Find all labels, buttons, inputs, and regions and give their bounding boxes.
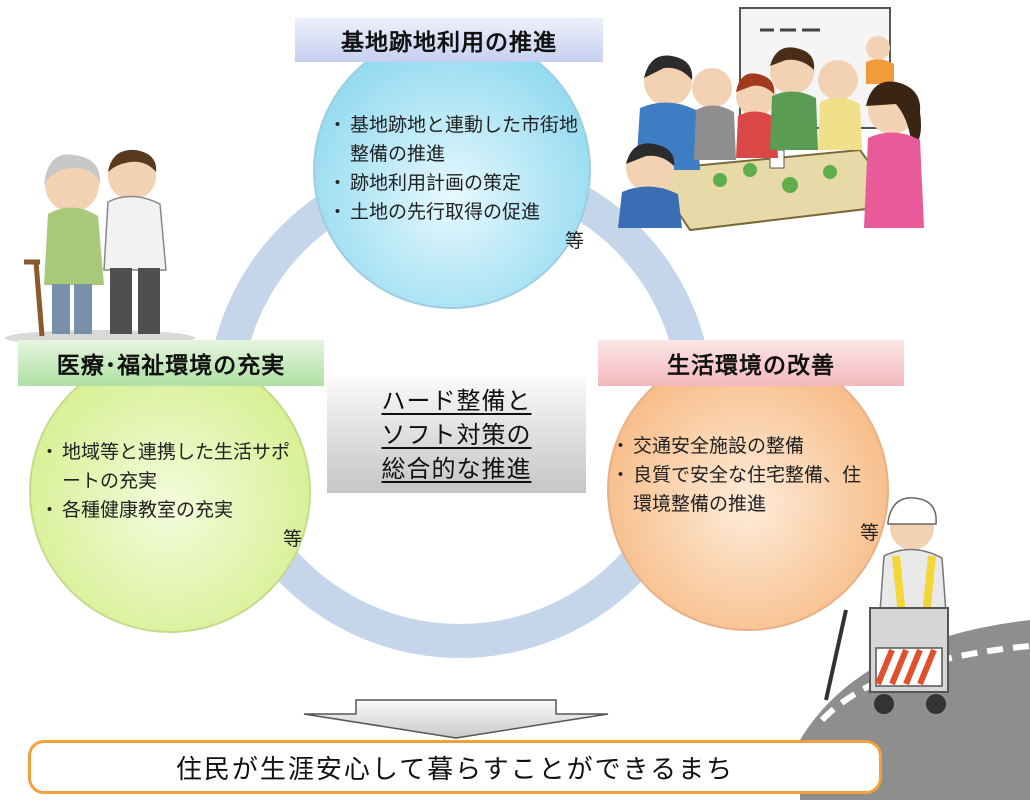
list-item: 基地跡地と連動した市街地整備の推進: [328, 111, 584, 169]
center-line: ハード整備と: [381, 387, 532, 415]
etc-label: 等: [859, 522, 879, 544]
center-line: ソフト対策の: [381, 421, 532, 449]
list-item: 良質で安全な住宅整備、住環境整備の推進: [611, 461, 879, 519]
list-item: 各種健康教室の充実: [40, 496, 302, 525]
elderly-caregiver-illustration: [5, 149, 195, 346]
etc-label: 等: [282, 528, 302, 550]
etc-label: 等: [564, 230, 584, 252]
list-item: 交通安全施設の整備: [611, 432, 879, 461]
goal-box: 住民が生涯安心して暮らすことができるまち: [28, 740, 882, 794]
down-arrow-icon: [303, 699, 609, 739]
center-line: 総合的な推進: [381, 455, 532, 483]
town-planning-group-illustration: [618, 7, 924, 232]
list-item: 地域等と連携した生活サポートの充実: [40, 438, 302, 496]
list-item: 土地の先行取得の促進: [328, 198, 584, 227]
right-section-items: 交通安全施設の整備 良質で安全な住宅整備、住環境整備の推進 等: [611, 432, 879, 548]
top-section-title: 基地跡地利用の推進: [295, 18, 603, 62]
top-section-items: 基地跡地と連動した市街地整備の推進 跡地利用計画の策定 土地の先行取得の促進 等: [328, 111, 584, 256]
list-item: 跡地利用計画の策定: [328, 169, 584, 198]
right-section-title: 生活環境の改善: [598, 340, 904, 386]
center-strategy-box: ハード整備と ソフト対策の 総合的な推進: [327, 377, 586, 493]
left-section-title: 医療･福祉環境の充実: [18, 340, 324, 386]
left-section-items: 地域等と連携した生活サポートの充実 各種健康教室の充実 等: [40, 438, 302, 554]
